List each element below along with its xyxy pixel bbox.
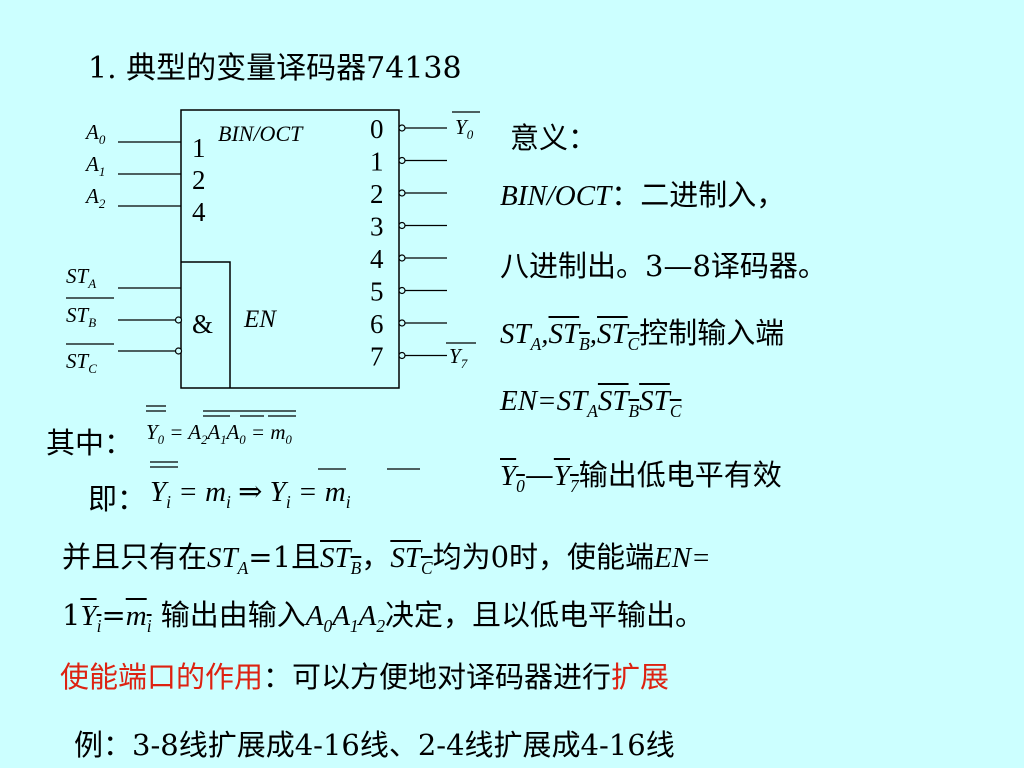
weight-1: 1 — [192, 133, 206, 163]
meaning-heading: 意义： — [510, 121, 598, 155]
formula-y0: Y0 = A2A1A0 = m0 — [146, 420, 292, 448]
condition-line-2: 1Yi=mi 输出由输入A0A1A2决定，且以低电平输出。 — [62, 598, 705, 636]
bin-oct-term: BIN/OCT — [500, 180, 612, 212]
label-y0: Y0 — [455, 115, 474, 142]
label-stb: STB — [66, 303, 96, 330]
output-bubble-1 — [398, 156, 406, 165]
weight-2: 2 — [192, 165, 206, 195]
ji-label: 即： — [88, 482, 147, 516]
output-number-7: 7 — [370, 342, 384, 372]
qizhong-label: 其中： — [46, 426, 134, 460]
chip-body — [180, 109, 400, 389]
binary-in-text: 二进制入， — [640, 178, 786, 212]
example-line: 例：3-8线扩展成4-16线、2-4线扩展成4-16线 — [74, 728, 675, 762]
output-bubble-5 — [398, 286, 406, 295]
stc-term: STC — [597, 318, 640, 354]
formula-overbars — [146, 405, 420, 470]
inversion-bubble-stb — [174, 316, 183, 324]
output-bubble-7 — [398, 351, 406, 360]
expand-term: 扩展 — [611, 660, 670, 694]
output-number-4: 4 — [370, 244, 384, 274]
output-bubble-6 — [398, 319, 406, 327]
output-number-3: 3 — [370, 212, 384, 242]
enable-block — [181, 261, 231, 388]
label-a1: A1 — [84, 152, 105, 179]
and-symbol: & — [192, 309, 213, 339]
enable-port-role: 使能端口的作用 — [60, 660, 264, 694]
output-active-line: Y0—Y7输出低电平有效 — [500, 458, 782, 496]
control-inputs-line: STA,STB,STC控制输入端 — [500, 316, 785, 354]
label-sta: STA — [66, 264, 96, 291]
output-bubble-2 — [398, 189, 406, 197]
weight-4: 4 — [192, 197, 206, 227]
chip-name: BIN/OCT — [218, 121, 304, 146]
meaning-octal-line: 八进制出。3—8译码器。 — [500, 249, 827, 283]
output-number-1: 1 — [370, 147, 384, 177]
condition-line-1: 并且只有在STA=1且STB，STC均为0时，使能端EN= — [62, 540, 711, 578]
page-title: 1. 典型的变量译码器74138 — [88, 51, 462, 86]
inversion-bubble-stc — [174, 347, 183, 355]
label-stc: STC — [66, 349, 97, 376]
formula-yi: Yi = mi ⇒ Yi = mi — [150, 476, 351, 512]
enable-port-line: 使能端口的作用：可以方便地对译码器进行扩展 — [60, 660, 670, 694]
label-a2: A2 — [84, 184, 106, 211]
en-equation: EN=STASTBSTC — [500, 385, 682, 421]
output-number-6: 6 — [370, 309, 384, 339]
sta-term: STA — [500, 318, 542, 354]
label-a0: A0 — [84, 120, 106, 147]
output-bubble-4 — [398, 254, 406, 262]
output-number-5: 5 — [370, 277, 384, 307]
colon: ： — [611, 178, 641, 212]
output-bubble-3 — [398, 221, 406, 230]
output-number-2: 2 — [370, 179, 384, 209]
output-bubble-0 — [398, 124, 406, 132]
enable-label: EN — [243, 306, 277, 333]
output-number-0: 0 — [370, 114, 384, 144]
control-suffix: 控制输入端 — [639, 316, 785, 350]
label-y7: Y7 — [449, 344, 468, 371]
meaning-binary-line: BIN/OCT：二进制入， — [500, 172, 785, 214]
stb-term: STB — [548, 318, 590, 354]
